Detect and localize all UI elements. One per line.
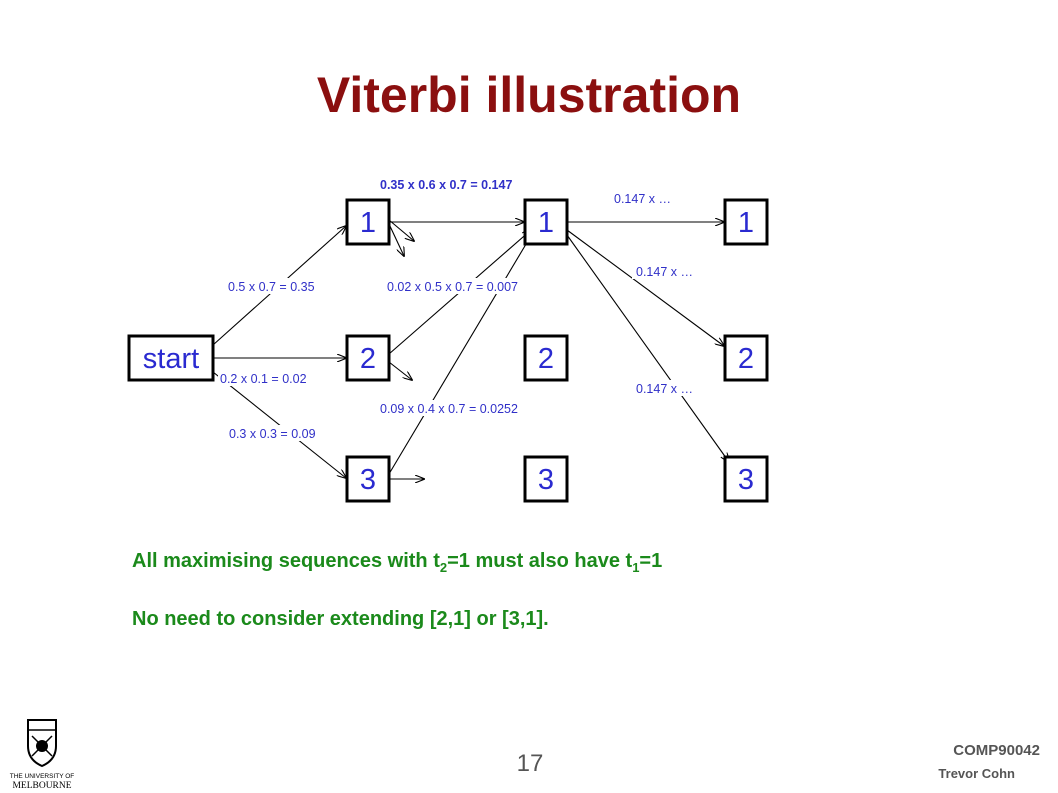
state-label: 2 (538, 343, 554, 375)
start-node: start (127, 334, 215, 382)
state-label: 1 (360, 207, 376, 239)
state-t3-3: 3 (723, 455, 769, 503)
state-t2-3: 3 (523, 455, 569, 503)
state-label: 2 (360, 343, 376, 375)
state-t3-1: 1 (723, 198, 769, 246)
author-name: Trevor Cohn (938, 766, 1015, 781)
note-maximising-sequences: All maximising sequences with t2=1 must … (132, 550, 663, 575)
page-number: 17 (516, 750, 544, 777)
edge-label-t1-3-to-t2-1: 0.09 x 0.4 x 0.7 = 0.0252 (380, 402, 518, 416)
edge-label-t1-2-to-t2-1: 0.02 x 0.5 x 0.7 = 0.007 (387, 280, 518, 294)
university-logo: THE UNIVERSITY OF MELBOURNE (6, 716, 78, 790)
state-label: 3 (360, 464, 376, 496)
edge-t1-2-dangle (388, 361, 412, 380)
edge-label-start-to-3: 0.3 x 0.3 = 0.09 (229, 427, 316, 441)
edge-t2-1-to-t3-2 (566, 229, 724, 346)
state-label: 1 (738, 207, 754, 239)
svg-text:MELBOURNE: MELBOURNE (12, 781, 71, 790)
edge-label-t2-1-to-t3-2: 0.147 x … (636, 265, 693, 279)
start-node-label: start (143, 343, 199, 375)
edge-label-start-to-2: 0.2 x 0.1 = 0.02 (220, 372, 307, 386)
state-t3-2: 2 (723, 334, 769, 382)
note-no-need-to-extend: No need to consider extending [2,1] or [… (132, 608, 549, 630)
state-t1-3: 3 (345, 455, 391, 503)
edge-label-t1-1-to-t2-1: 0.35 x 0.6 x 0.7 = 0.147 (380, 178, 512, 192)
state-label: 3 (738, 464, 754, 496)
course-code: COMP90042 (953, 742, 1040, 759)
edge-label-t2-1-to-t3-1: 0.147 x … (614, 192, 671, 206)
edge-t1-3-to-t2-1 (388, 224, 538, 475)
edge-label-t2-1-to-t3-3: 0.147 x … (636, 382, 693, 396)
edge-label-start-to-1: 0.5 x 0.7 = 0.35 (228, 280, 315, 294)
state-label: 2 (738, 343, 754, 375)
state-t2-1: 1 (523, 198, 569, 246)
state-t1-1: 1 (345, 198, 391, 246)
state-t2-2: 2 (523, 334, 569, 382)
state-t1-2: 2 (345, 334, 391, 382)
state-label: 1 (538, 207, 554, 239)
edge-t1-1-dangle-b (388, 223, 404, 256)
edge-t1-1-dangle-a (388, 219, 414, 241)
svg-text:THE UNIVERSITY OF: THE UNIVERSITY OF (10, 773, 75, 780)
edge-t2-1-to-t3-3 (566, 234, 729, 462)
state-label: 3 (538, 464, 554, 496)
slide-title: Viterbi illustration (316, 67, 742, 123)
